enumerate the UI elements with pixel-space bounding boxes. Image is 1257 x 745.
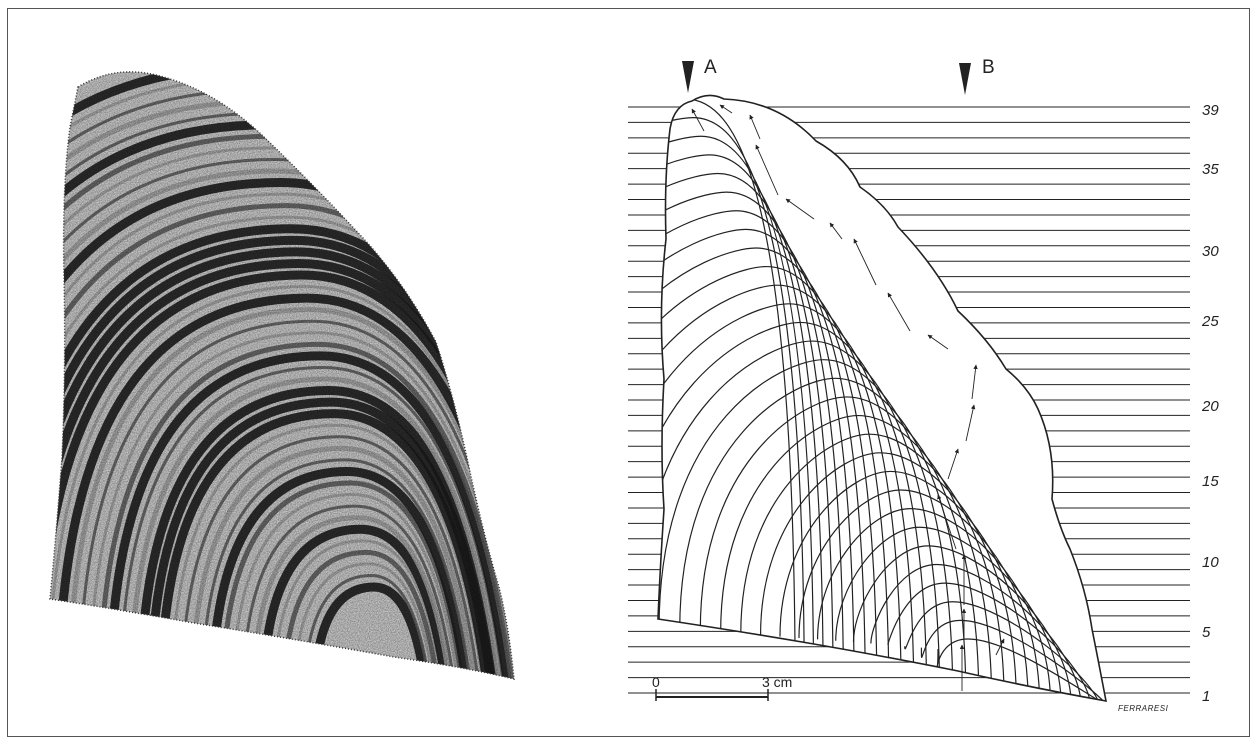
level-label-1: 1 [1202, 688, 1210, 705]
growth-line-drawing: A B 39 35 30 25 20 15 10 5 1 0 3 cm [608, 49, 1238, 721]
level-label-5: 5 [1202, 624, 1211, 641]
marker-b-label: B [982, 57, 995, 78]
scale-start-label: 0 [652, 674, 660, 690]
banded-section-photo [44, 67, 522, 689]
marker-b-arrow-icon [959, 63, 971, 95]
level-label-35: 35 [1202, 161, 1219, 178]
marker-a: A [682, 57, 717, 93]
level-label-20: 20 [1201, 398, 1219, 415]
figure-frame: A B 39 35 30 25 20 15 10 5 1 0 3 cm [7, 8, 1250, 737]
marker-a-arrow-icon [682, 61, 694, 93]
level-label-10: 10 [1202, 554, 1219, 571]
marker-a-label: A [704, 57, 717, 78]
draftsman-signature: FERRARESI [1118, 704, 1169, 713]
marker-b: B [959, 57, 995, 95]
level-label-25: 25 [1201, 313, 1219, 330]
level-label-15: 15 [1202, 473, 1219, 490]
scale-end-label: 3 cm [762, 674, 792, 690]
photo-panel [44, 67, 522, 689]
drawing-panel: A B 39 35 30 25 20 15 10 5 1 0 3 cm [608, 49, 1238, 721]
level-label-39: 39 [1202, 102, 1219, 119]
level-label-30: 30 [1202, 243, 1219, 260]
